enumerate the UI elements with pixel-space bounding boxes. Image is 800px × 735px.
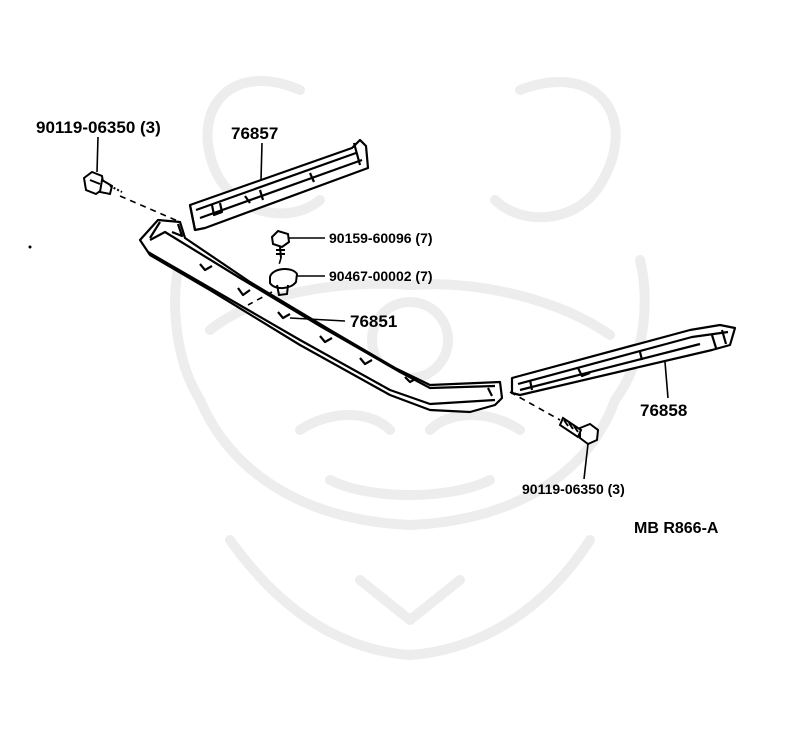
label-screw: 90159-60096 (7) <box>329 230 433 246</box>
label-moulding-76858: 76858 <box>640 401 687 420</box>
stray-dot <box>28 245 32 249</box>
moulding-76857 <box>188 138 370 232</box>
spoiler-76851 <box>138 218 504 414</box>
clip-icon <box>269 268 299 297</box>
bolt-upper-icon <box>82 170 123 196</box>
label-bolt-lower: 90119-06350 (3) <box>522 481 625 497</box>
label-clip: 90467-00002 (7) <box>329 268 433 284</box>
label-spoiler-76851: 76851 <box>350 312 397 331</box>
moulding-76858 <box>510 323 737 397</box>
label-bolt-upper: 90119-06350 (3) <box>36 118 161 137</box>
leader-lines <box>96 136 669 480</box>
label-moulding-76857: 76857 <box>231 124 278 143</box>
bolt-lower-icon <box>558 416 600 446</box>
assembly-lines <box>119 195 561 421</box>
screw-icon <box>270 229 291 259</box>
diagram-ref-code: MB R866-A <box>634 520 719 537</box>
